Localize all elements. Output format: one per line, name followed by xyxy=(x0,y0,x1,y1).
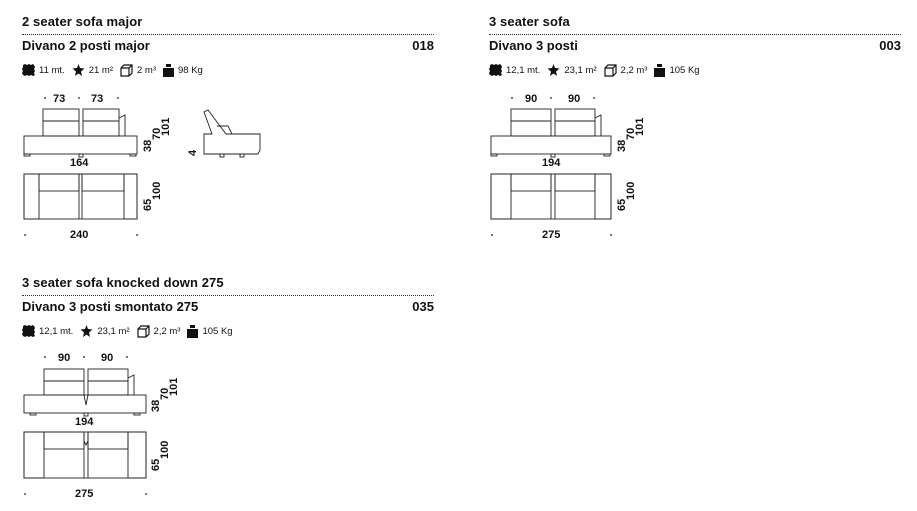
spec-fabric: 12,1 mt. xyxy=(489,64,540,76)
spec-volume-value: 2,2 m³ xyxy=(620,64,648,76)
product-title-en: 3 seater sofa knocked down 275 xyxy=(22,275,224,290)
dotted-divider xyxy=(489,34,901,35)
specs-row: 12,1 mt. 23,1 m² 2,2 m³ 105 Kg xyxy=(22,323,240,339)
leather-icon xyxy=(80,325,93,337)
leather-icon xyxy=(72,64,85,76)
spec-fabric-value: 12,1 mt. xyxy=(39,325,74,337)
dim-total-height: 101 xyxy=(160,117,172,136)
spec-weight: 105 Kg xyxy=(187,324,233,338)
product-block-3-seater-knocked-down: 3 seater sofa knocked down 275 Divano 3 … xyxy=(22,275,434,505)
product-block-2-seater-major: 2 seater sofa major Divano 2 posti major… xyxy=(22,14,434,244)
spec-leather: 23,1 m² xyxy=(547,64,597,76)
spec-weight: 105 Kg xyxy=(654,63,700,77)
product-title-it: Divano 3 posti xyxy=(489,38,578,53)
dim-seat-width-1: 73 xyxy=(53,93,66,105)
product-block-3-seater: 3 seater sofa Divano 3 posti 003 12,1 mt… xyxy=(489,14,901,244)
spec-weight: 98 Kg xyxy=(163,63,203,77)
dim-plan-width: 275 xyxy=(75,488,94,500)
dim-side-extra: 4 xyxy=(187,149,199,156)
spec-volume: 2 m³ xyxy=(120,63,156,77)
spec-weight-value: 105 Kg xyxy=(669,64,700,76)
dim-plan-width: 275 xyxy=(542,229,561,241)
volume-icon xyxy=(136,324,150,338)
fabric-icon xyxy=(22,64,35,76)
product-title-en: 3 seater sofa xyxy=(489,14,570,29)
dim-front-width: 194 xyxy=(542,157,561,169)
side-view xyxy=(203,109,261,158)
dim-seat-width-1: 90 xyxy=(525,93,538,105)
dim-seat-width-2: 73 xyxy=(91,93,104,105)
volume-icon xyxy=(603,63,617,77)
spec-weight-value: 105 Kg xyxy=(202,325,233,337)
spec-volume-value: 2 m³ xyxy=(137,64,156,76)
spec-leather-value: 23,1 m² xyxy=(97,325,130,337)
spec-volume: 2,2 m³ xyxy=(136,324,181,338)
front-view xyxy=(490,97,612,158)
front-view xyxy=(23,97,138,158)
volume-icon xyxy=(120,63,133,77)
spec-fabric: 12,1 mt. xyxy=(22,325,73,337)
dim-total-height: 101 xyxy=(168,377,180,396)
dim-depth-total: 100 xyxy=(159,440,171,459)
fabric-icon xyxy=(489,64,502,76)
spec-fabric-value: 12,1 mt. xyxy=(506,64,541,76)
dim-seat-width-2: 90 xyxy=(568,93,581,105)
spec-leather-value: 21 m² xyxy=(88,64,113,76)
product-title-en: 2 seater sofa major xyxy=(22,14,143,29)
technical-drawing xyxy=(23,356,147,495)
dim-seat-height: 38 xyxy=(142,139,154,152)
leather-icon xyxy=(547,64,560,76)
technical-drawing xyxy=(490,97,612,236)
spec-leather: 23,1 m² xyxy=(80,325,130,337)
dim-seat-width-2: 90 xyxy=(101,352,114,364)
dotted-divider xyxy=(22,295,434,296)
dotted-divider xyxy=(22,34,434,35)
weight-icon xyxy=(163,63,174,77)
dim-depth: 65 xyxy=(150,458,162,471)
specs-row: 12,1 mt. 23,1 m² 2,2 m³ 105 Kg xyxy=(489,62,707,78)
product-title-it: Divano 3 posti smontato 275 xyxy=(22,299,199,314)
fabric-icon xyxy=(22,325,35,337)
spec-weight-value: 98 Kg xyxy=(178,64,203,76)
spec-leather-value: 23,1 m² xyxy=(564,64,597,76)
specs-row: 11 mt. 21 m² 2 m³ 98 Kg xyxy=(22,62,210,78)
plan-view xyxy=(23,431,147,495)
dim-front-width: 164 xyxy=(70,157,89,169)
product-code: 035 xyxy=(412,299,434,314)
technical-drawing xyxy=(23,97,261,236)
plan-view xyxy=(490,173,612,236)
dim-depth: 65 xyxy=(616,198,628,211)
spec-volume: 2,2 m³ xyxy=(603,63,648,77)
dim-total-height: 101 xyxy=(634,117,646,136)
dim-front-width: 194 xyxy=(75,416,94,428)
product-title-it: Divano 2 posti major xyxy=(22,38,150,53)
plan-view xyxy=(23,173,138,236)
weight-icon xyxy=(187,324,199,338)
dim-depth-total: 100 xyxy=(625,181,637,200)
front-view xyxy=(23,356,147,417)
dim-depth-total: 100 xyxy=(151,181,163,200)
dim-depth: 65 xyxy=(142,198,154,211)
spec-leather: 21 m² xyxy=(72,64,113,76)
spec-fabric: 11 mt. xyxy=(22,64,65,76)
spec-volume-value: 2,2 m³ xyxy=(153,325,181,337)
dim-seat-height: 38 xyxy=(616,139,628,152)
dim-seat-height: 38 xyxy=(150,399,162,412)
product-code: 003 xyxy=(879,38,901,53)
dim-seat-width-1: 90 xyxy=(58,352,71,364)
weight-icon xyxy=(654,63,666,77)
spec-fabric-value: 11 mt. xyxy=(39,64,65,76)
dim-plan-width: 240 xyxy=(70,229,89,241)
product-code: 018 xyxy=(412,38,434,53)
